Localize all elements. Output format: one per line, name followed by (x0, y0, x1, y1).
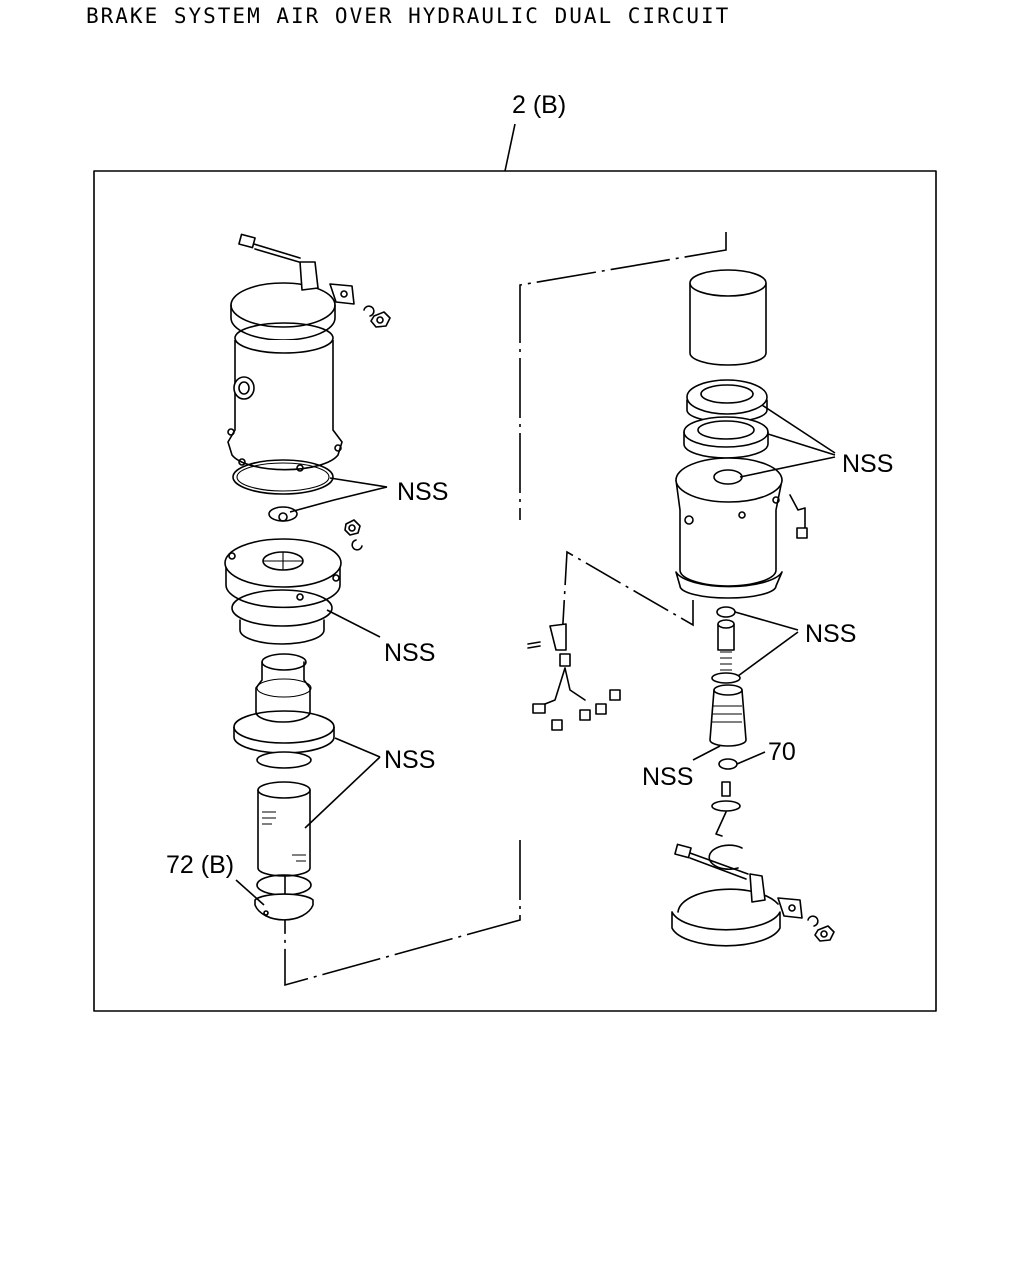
valve-stem (709, 606, 747, 770)
nss-2-leader (326, 609, 381, 638)
assembly-leader (504, 123, 516, 172)
nss-callout-1: NSS (397, 478, 448, 506)
nss-callout-6: NSS (642, 763, 693, 791)
lower-seal-ring (233, 710, 335, 754)
snap-ring (708, 844, 743, 870)
nut-mid-left (344, 519, 363, 551)
nss-6-leader (692, 745, 721, 761)
bolt-lower-right (674, 843, 749, 880)
nss-5-leader-b (737, 631, 799, 677)
nss-5-leader (734, 611, 799, 631)
nss-1-leader-b (329, 477, 388, 488)
nss-1-leader (289, 486, 388, 513)
nss-4-leader-c (739, 456, 836, 478)
part-70-leader (736, 751, 766, 765)
nut-bottom-right (807, 915, 835, 942)
assembly-frame (93, 170, 937, 1012)
page-title: BRAKE SYSTEM AIR OVER HYDRAULIC DUAL CIR… (86, 4, 731, 28)
center-guide-line (519, 232, 727, 520)
assembly-callout: 2 (B) (512, 91, 566, 119)
part-70-callout: 70 (768, 738, 796, 766)
nss-callout-2: NSS (384, 639, 435, 667)
upper-gasket-inner (236, 462, 330, 492)
side-bolt (789, 494, 808, 539)
upper-gasket (232, 459, 334, 495)
valve-body (675, 457, 783, 599)
diaphragm-ring (231, 589, 333, 627)
filter-sleeve (256, 751, 312, 877)
air-filter-element (689, 269, 767, 366)
nss-callout-5: NSS (805, 620, 856, 648)
nss-callout-3: NSS (384, 746, 435, 774)
bolt-top-left (238, 233, 301, 263)
bottom-fitting (711, 781, 741, 837)
sensor-harness (527, 623, 621, 731)
end-cap (254, 874, 314, 921)
nss-4-leader (761, 404, 836, 454)
upper-housing (227, 322, 343, 472)
nut-top-left (363, 305, 391, 328)
part-72-callout: 72 (B) (166, 851, 234, 879)
top-seal-ring (686, 379, 768, 423)
lower-clamp-band (671, 873, 803, 947)
upper-piston-ring (683, 416, 769, 459)
wire-guide-line (561, 550, 694, 641)
diaphragm-cover (224, 538, 342, 609)
nss-3-leader (334, 737, 381, 758)
upper-clamp-band (230, 261, 355, 341)
center-guide-line-lower (284, 840, 521, 987)
part-72-leader (235, 879, 265, 906)
nss-3-leader-b (304, 756, 381, 829)
diaphragm-ring-lower (239, 619, 325, 645)
nss-4-leader-b (767, 433, 836, 456)
nss-callout-4: NSS (842, 450, 893, 478)
small-disc (268, 506, 298, 522)
